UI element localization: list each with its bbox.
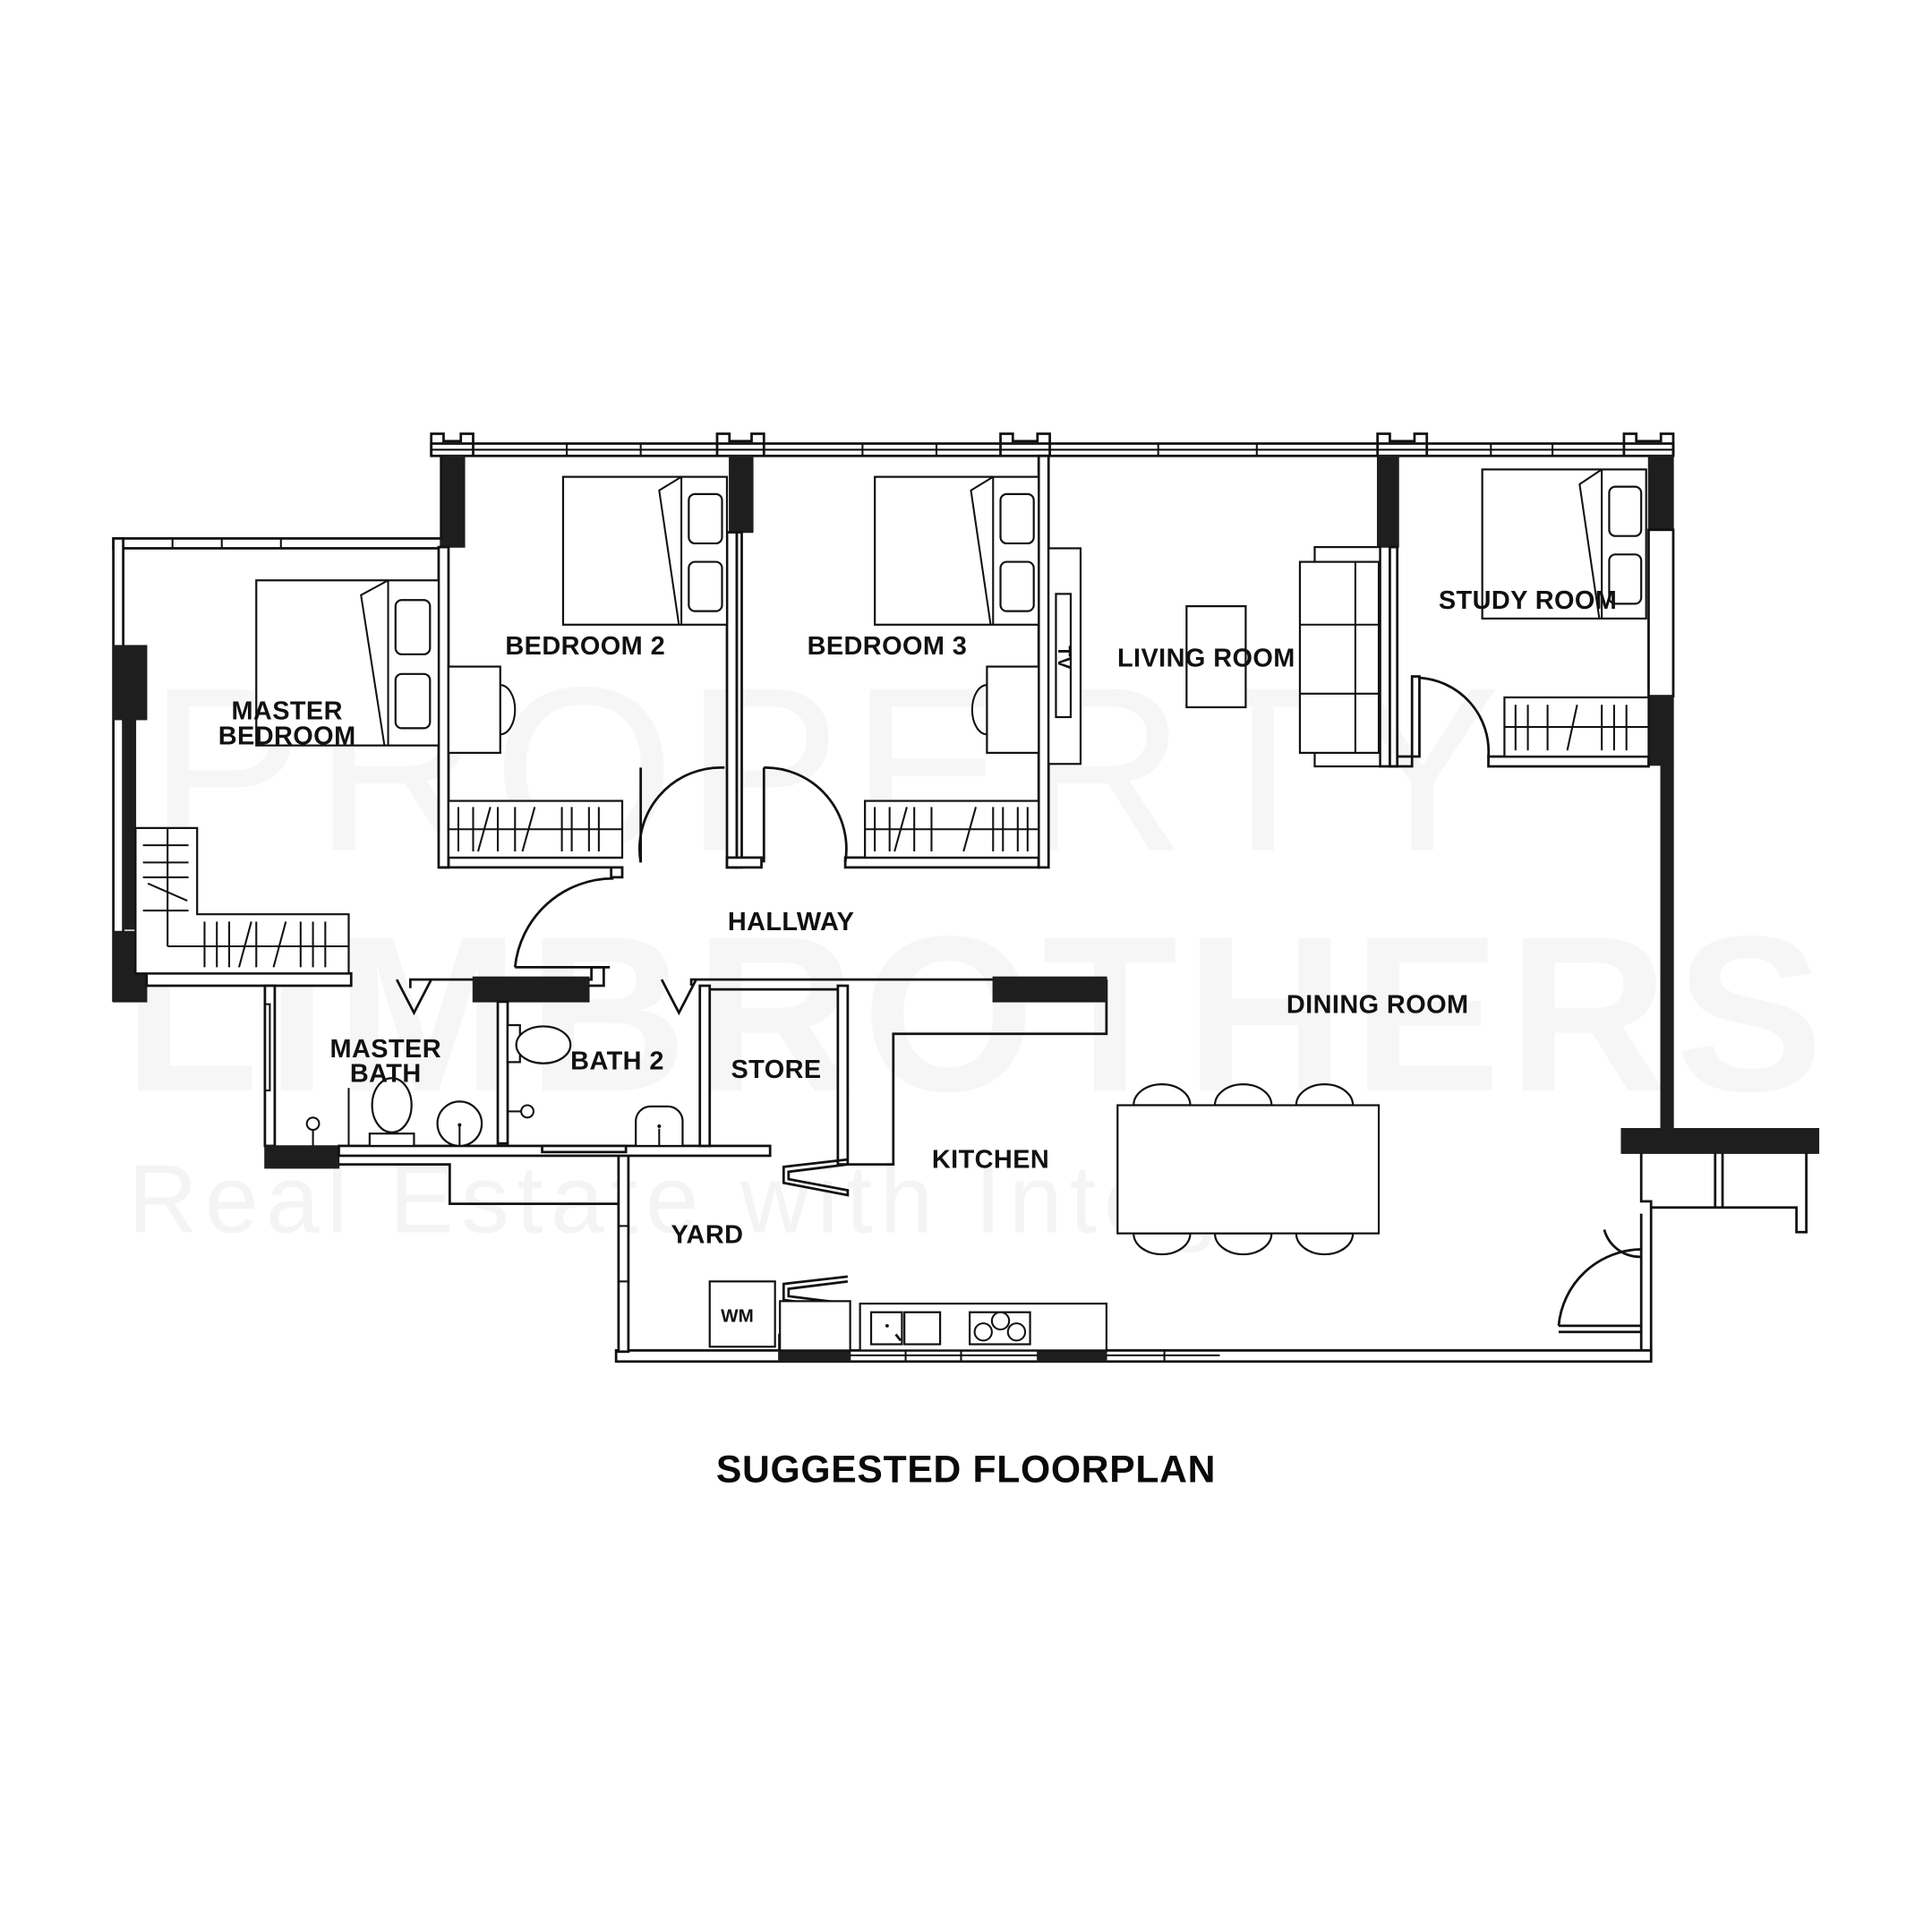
right-column-mid [1647, 695, 1674, 766]
watermark: PROPERTY LIMBROTHERS Real Estate with In… [124, 639, 1824, 1253]
bedroom2-desk [447, 665, 517, 755]
sink [903, 1311, 942, 1346]
master-door-swing [513, 876, 614, 968]
left-wall-solid [122, 719, 137, 930]
study-bed [1481, 468, 1647, 620]
store-wall [698, 984, 712, 1148]
bedroom3-desk [970, 665, 1040, 755]
column-cap [1622, 432, 1675, 457]
entrance-door-swing [1557, 1248, 1642, 1326]
washing-machine: WM [708, 1280, 776, 1348]
label-bedroom-3: BEDROOM 3 [808, 632, 968, 661]
master-wardrobe [134, 826, 350, 975]
partition [725, 531, 739, 869]
right-column-top [1647, 455, 1674, 531]
column-cap [1376, 432, 1429, 457]
sofa [1298, 545, 1381, 768]
column-cap [999, 432, 1051, 457]
bedroom3-wardrobe [864, 799, 1040, 859]
label-master-bedroom-line1: MASTER [231, 697, 342, 726]
partition [437, 545, 450, 869]
bath-column [472, 976, 590, 1003]
column-cap [430, 432, 474, 457]
partition [1037, 454, 1050, 869]
right-wall-segment [1647, 528, 1675, 697]
store-wall [836, 984, 850, 1166]
coffee-table [1185, 605, 1247, 709]
right-wall-solid [1660, 764, 1674, 1131]
column-solid [729, 455, 754, 534]
yard-window [617, 1150, 630, 1354]
wm-label: WM [721, 1306, 754, 1327]
bath2-fixtures [506, 1023, 684, 1148]
interior-walls: TV [145, 454, 1650, 1205]
bedroom3-door-swing [764, 766, 848, 863]
tv-label: TV [1054, 645, 1074, 670]
master-bath-door [395, 979, 432, 1016]
label-living-room: LIVING ROOM [1117, 645, 1295, 673]
kitchen-column [992, 976, 1107, 1003]
study-door-swing [1418, 676, 1491, 757]
label-yard: YARD [671, 1221, 744, 1250]
master-bed [255, 579, 440, 747]
master-window-strip [112, 537, 443, 550]
study-bottom-wall [1487, 755, 1650, 768]
kitchen-folding-door [782, 1158, 850, 1197]
right-column-bottom [1620, 1127, 1820, 1154]
master-bottom-wall [145, 971, 353, 987]
label-study-room: STUDY ROOM [1439, 586, 1617, 615]
sink [869, 1311, 903, 1346]
yard-counter [779, 1300, 851, 1352]
column-solid [1376, 455, 1399, 548]
bedroom2-wardrobe [447, 799, 624, 859]
bedroom3-bed [874, 475, 1040, 626]
label-hallway: HALLWAY [728, 908, 854, 936]
partition [1389, 545, 1399, 768]
label-bedroom-2: BEDROOM 2 [505, 632, 665, 661]
label-master-bath-line2: BATH [350, 1059, 422, 1088]
dining-table [1116, 1083, 1381, 1256]
label-kitchen: KITCHEN [932, 1146, 1049, 1175]
label-dining-room: DINING ROOM [1287, 990, 1469, 1019]
bath-partition [496, 1000, 509, 1145]
kitchen-counter [859, 1302, 1107, 1352]
master-bath-fixtures [305, 1077, 483, 1148]
diagram-title: SUGGESTED FLOORPLAN [716, 1449, 1216, 1492]
column-solid [440, 455, 466, 548]
entrance-door-leaf-swing [1603, 1229, 1642, 1259]
label-master-bedroom-line2: BEDROOM [218, 722, 356, 750]
bath2-door [660, 979, 697, 1016]
column-cap [715, 432, 765, 457]
label-store: STORE [731, 1056, 822, 1084]
tv-unit [1055, 593, 1073, 719]
bedroom2-bottom-wall [438, 866, 624, 879]
furniture: WM [134, 468, 1650, 1352]
left-column-top [112, 645, 148, 721]
doors [395, 676, 1642, 1334]
bedroom2-bed [561, 475, 729, 626]
bath-bottom-column [264, 1145, 340, 1169]
label-master-bath-line1: MASTER [330, 1035, 441, 1064]
label-bath-2: BATH 2 [570, 1047, 664, 1076]
room-labels: MASTER BEDROOM BEDROOM 2 BEDROOM 3 LIVIN… [218, 586, 1617, 1250]
study-wardrobe [1503, 696, 1650, 758]
exterior-walls [112, 432, 1820, 1364]
